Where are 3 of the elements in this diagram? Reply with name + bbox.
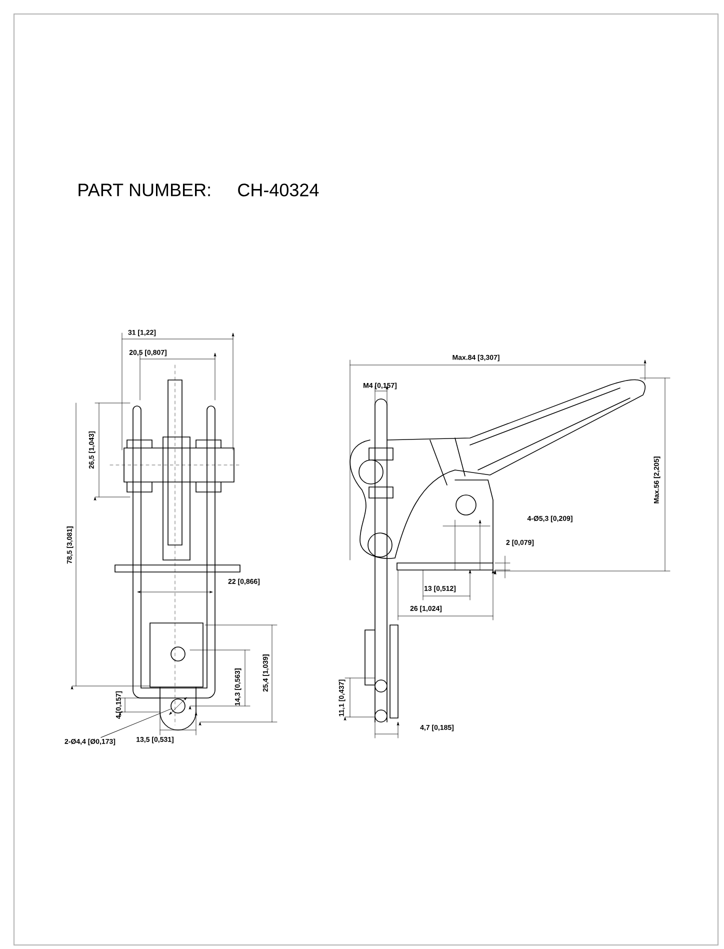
- leader-line: [100, 708, 172, 738]
- part-number-label: PART NUMBER:: [78, 184, 210, 196]
- part-number: CH-40324: [238, 184, 319, 196]
